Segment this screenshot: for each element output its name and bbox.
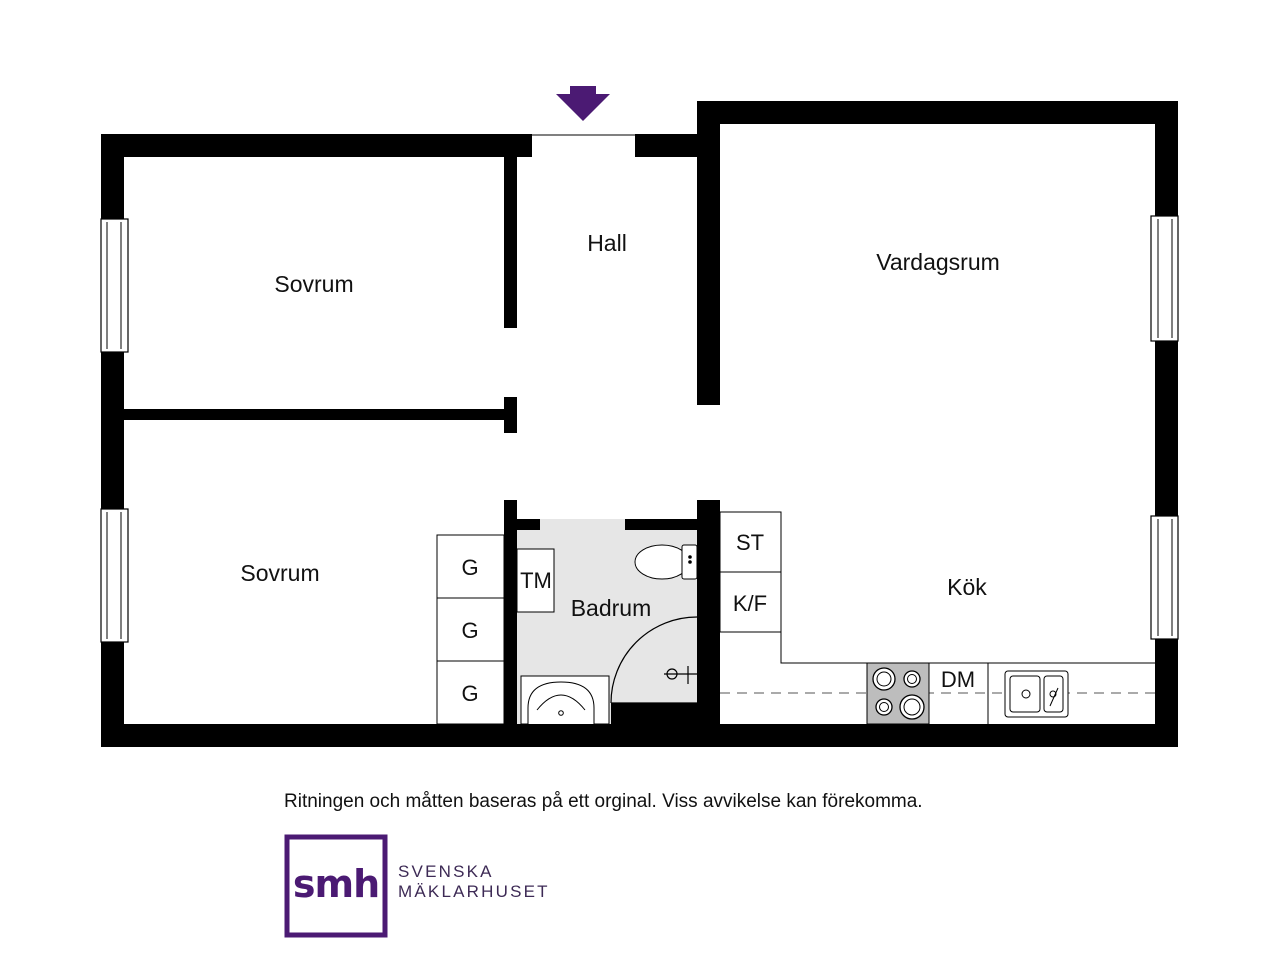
window-vardagsrum [1150, 215, 1179, 342]
window-kok [1150, 515, 1179, 640]
wardrobes [436, 534, 505, 725]
logo-text: smh [293, 862, 379, 906]
dm-label: DM [941, 667, 975, 692]
tm-label: TM [520, 568, 552, 593]
washing-machine [516, 548, 555, 613]
smh-logo: smh [284, 834, 388, 938]
room-label-hall: Hall [587, 230, 627, 256]
brand-name-line1: SVENSKA [398, 862, 494, 881]
st-label: ST [736, 530, 764, 555]
kitchen-units [719, 511, 782, 633]
wardrobe-label-1: G [461, 555, 478, 580]
counter-edge [780, 632, 1155, 664]
arrow-down-icon [556, 86, 610, 121]
floor-plan: Sovrum Hall Vardagsrum Sovrum Badrum Kök… [100, 86, 1179, 747]
window-sovrum-bottom [100, 508, 129, 643]
window-sovrum-top [100, 218, 129, 353]
brand-name-line2: MÄKLARHUSET [398, 882, 550, 901]
disclaimer-text: Ritningen och måtten baseras på ett orgi… [284, 791, 923, 812]
room-label-sovrum-top: Sovrum [274, 271, 353, 297]
room-label-badrum: Badrum [571, 595, 652, 621]
washbasin-icon [520, 675, 610, 725]
shower-icon [610, 616, 698, 704]
room-label-vardagsrum: Vardagsrum [876, 249, 1000, 275]
kitchen-sink-icon [1004, 670, 1069, 718]
toilet-icon [634, 544, 698, 580]
room-label-sovrum-bottom: Sovrum [240, 560, 319, 586]
room-label-kok: Kök [947, 574, 987, 600]
stove-icon [866, 662, 930, 725]
interior-walls [124, 157, 720, 724]
wardrobe-label-2: G [461, 618, 478, 643]
wardrobe-label-3: G [461, 681, 478, 706]
kf-label: K/F [733, 591, 767, 616]
